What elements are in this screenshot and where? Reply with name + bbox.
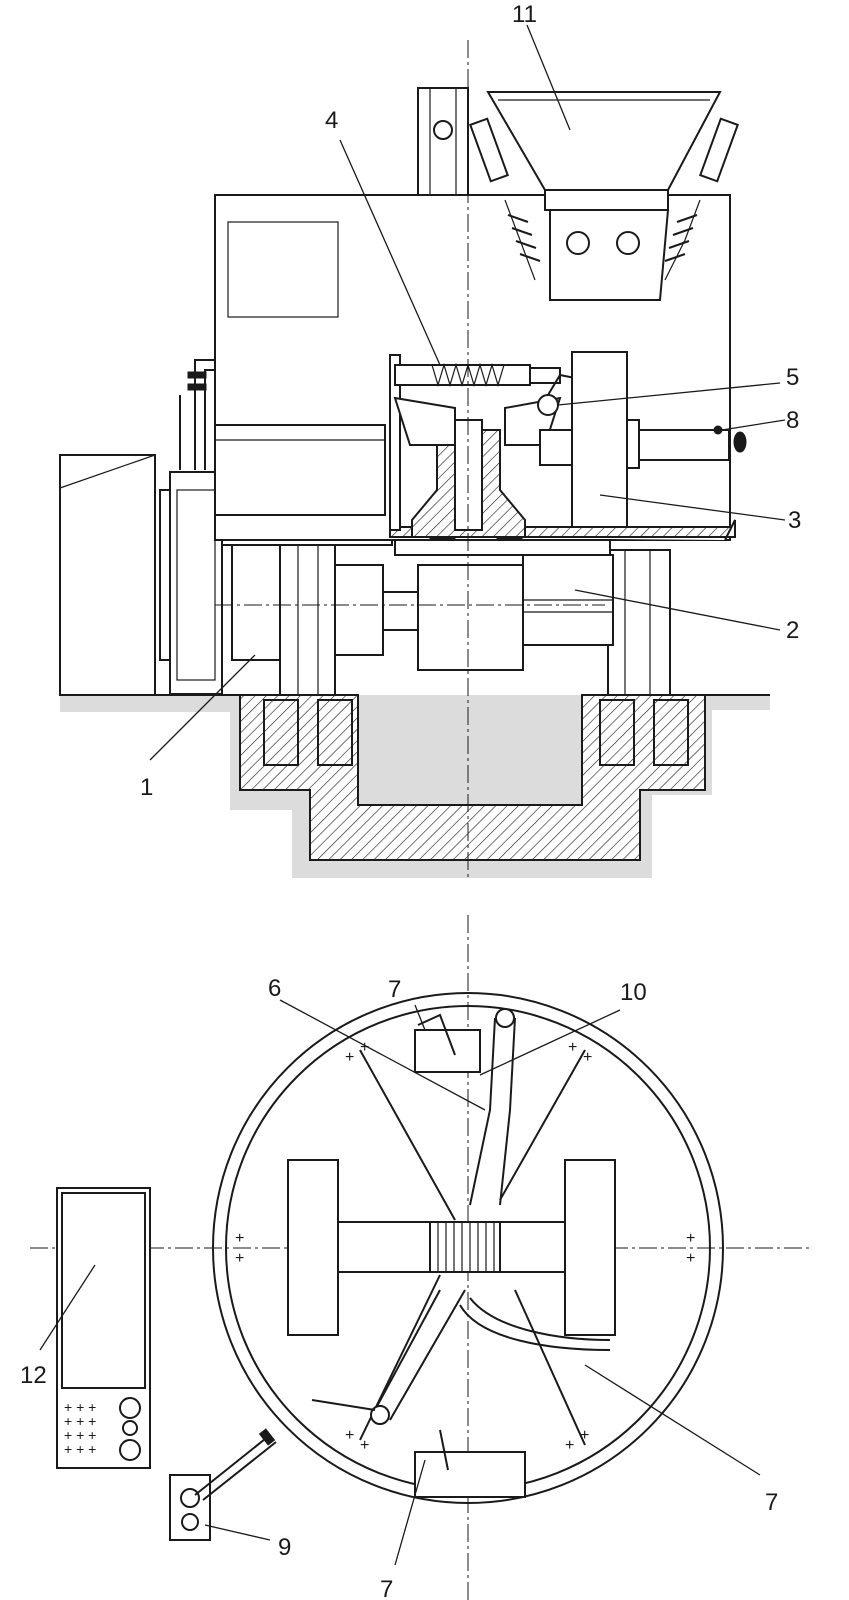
svg-text:+: + (568, 1039, 577, 1056)
svg-text:+: + (686, 1250, 695, 1267)
svg-text:+ + +: + + + (64, 1427, 96, 1443)
svg-text:+ + +: + + + (64, 1413, 96, 1429)
anchor-block (317, 699, 353, 766)
label-part-3: 3 (788, 507, 801, 534)
svg-text:+: + (686, 1230, 695, 1247)
label-part-12: 12 (20, 1362, 47, 1389)
svg-text:+: + (360, 1039, 369, 1056)
svg-text:+: + (345, 1427, 354, 1444)
label-part-4: 4 (325, 107, 338, 134)
gear-housing-inner (176, 489, 216, 681)
water-tank (214, 424, 386, 516)
coupling (382, 591, 419, 631)
control-panel-screen (61, 1192, 146, 1389)
support-column (279, 544, 336, 696)
label-part-10: 10 (620, 979, 647, 1006)
svg-text:+: + (565, 1437, 574, 1454)
label-part-1: 1 (140, 774, 153, 801)
label-part-7-right: 7 (765, 1489, 778, 1516)
pivot-joint (537, 394, 559, 416)
grinding-wheel (571, 351, 628, 528)
label-part-6: 6 (268, 975, 281, 1002)
cone-guard (393, 396, 456, 446)
label-part-11: 11 (512, 1, 537, 28)
svg-text:+: + (580, 1427, 589, 1444)
inspection-door (227, 221, 339, 318)
control-cabinet (59, 454, 156, 696)
label-part-8: 8 (786, 407, 799, 434)
scraper-blade (459, 1304, 611, 1351)
scraper-arm-lower (374, 1289, 466, 1421)
foundation-pit (239, 694, 706, 861)
wheel-axle (638, 429, 730, 461)
gearbox (417, 564, 524, 671)
hopper (486, 91, 722, 191)
anchor-block (263, 699, 299, 766)
svg-text:+ + +: + + + (64, 1399, 96, 1415)
label-part-2: 2 (786, 617, 799, 644)
svg-text:+ + +: + + + (64, 1441, 96, 1457)
label-part-7-top: 7 (388, 976, 401, 1003)
svg-text:+: + (583, 1049, 592, 1066)
drive-motor (334, 564, 384, 656)
motor-body (231, 544, 281, 661)
anchor-block (653, 699, 689, 766)
elevation-view (59, 40, 770, 880)
label-part-7-bottom: 7 (380, 1576, 393, 1600)
pan-wall (389, 354, 401, 531)
svg-text:+: + (345, 1049, 354, 1066)
label-part-9: 9 (278, 1534, 291, 1561)
gear-housing (169, 471, 223, 695)
hopper-gate (549, 209, 670, 301)
plan-view: + + + + + + + + + + + + + + + + + + + + + + + … (30, 915, 810, 1600)
svg-text:+: + (235, 1230, 244, 1247)
anchor-block (599, 699, 635, 766)
skip-mast (417, 87, 469, 196)
grinding-wheel-left (287, 1159, 339, 1336)
part-labels: 1 2 3 4 5 6 7 7 7 8 9 10 11 12 (20, 1, 801, 1600)
coupling-plate (159, 489, 171, 661)
scraper-arm-upper (469, 1017, 516, 1206)
support-column-right (607, 549, 671, 696)
grinding-wheel-right (564, 1159, 616, 1336)
leaders (39, 24, 786, 1566)
central-hub (429, 1221, 501, 1273)
svg-text:+: + (235, 1250, 244, 1267)
cabinet-diagonal (59, 454, 156, 489)
label-part-5: 5 (786, 364, 799, 391)
pump-pipe (194, 1434, 271, 1496)
svg-text:+: + (360, 1437, 369, 1454)
bolt-marks: + + + + + + + + + + + + (235, 1039, 695, 1454)
scraper-block-bottom (414, 1451, 526, 1498)
